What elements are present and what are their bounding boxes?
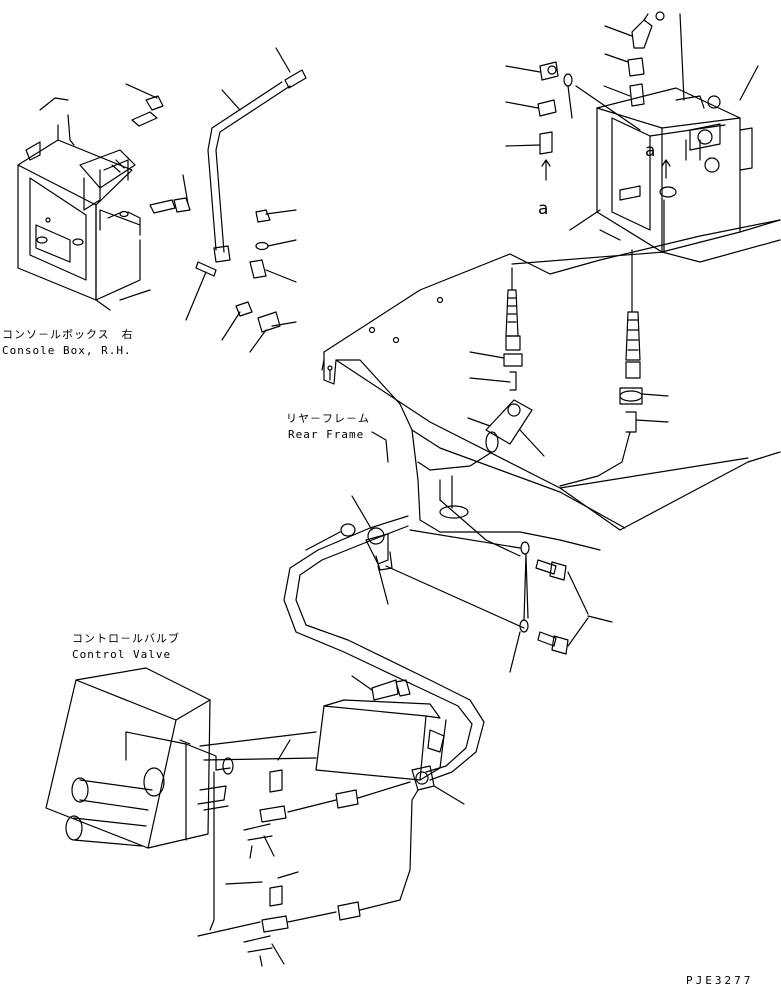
fitting-parts: [506, 12, 684, 180]
tube-assembly: [284, 496, 484, 780]
bolt-pair: [536, 560, 612, 654]
rear-frame-label-en: Rear Frame: [288, 428, 365, 441]
lever-rod: [208, 48, 306, 262]
rear-frame: [322, 220, 780, 556]
view-marker-bracket: a: [645, 141, 656, 161]
rear-frame-label-jp: リヤ－フレ－ム: [286, 412, 370, 425]
link-rod: [386, 530, 529, 672]
cable-bracket-assembly: [570, 66, 780, 262]
control-valve: [46, 668, 260, 936]
cable-left: [418, 200, 664, 470]
control-valve-label-en: Control Valve: [72, 648, 172, 661]
label-leaders: [372, 432, 388, 462]
cable-right: [560, 250, 668, 486]
console-box-assembly: [18, 98, 150, 310]
console-box-label-jp: コンソ－ルボックス 右: [2, 328, 134, 341]
console-box-label-en: Console Box, R.H.: [2, 344, 132, 357]
view-marker-fitting: a: [538, 199, 549, 219]
drawing-code: PJE3277: [686, 974, 754, 987]
cable-ends: [226, 740, 418, 966]
cable-support-bracket: [200, 676, 464, 804]
console-box-hardware: [126, 84, 296, 352]
control-valve-label-jp: コントロ－ルバルブ: [72, 632, 180, 645]
